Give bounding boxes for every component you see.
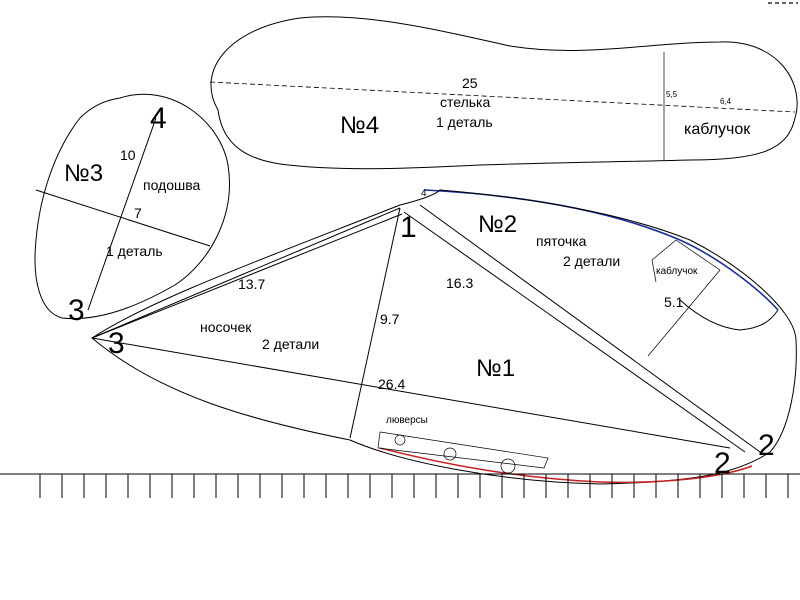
piece-2-heel-box-left <box>651 259 657 283</box>
point-1-label: 1 <box>400 211 417 244</box>
piece-3-sole: №3 10 подошва 7 1 деталь 4 3 <box>34 93 230 327</box>
piece-1-edge-3-to-2 <box>91 337 731 449</box>
piece-2-heel-label: каблучок <box>656 265 698 277</box>
eyelet-hole <box>394 434 406 446</box>
piece-1-number-label: №1 <box>476 355 515 382</box>
point-3b-label: 3 <box>108 327 125 360</box>
piece-2-number-label: №2 <box>478 211 517 238</box>
piece-1-eyelet-strip <box>377 431 549 469</box>
piece-1-edge-1-to-2 <box>403 211 746 453</box>
piece-2-dim: 5.1 <box>664 294 684 310</box>
piece-1-dim-b: 9.7 <box>380 311 400 327</box>
piece-4-count-label: 1 деталь <box>436 114 493 130</box>
piece-1-count-label: 2 детали <box>262 336 319 352</box>
piece-3-number-label: №3 <box>64 160 103 187</box>
piece-2-inner-edge <box>419 204 761 453</box>
piece-1-bottom-red <box>379 447 753 484</box>
piece-1-dim-c: 16.3 <box>446 275 473 291</box>
piece-1-dim-a: 13.7 <box>238 276 265 292</box>
piece-3-dim-a: 10 <box>120 147 136 163</box>
piece-2-heel-box-top <box>651 239 677 261</box>
piece-1-edge-3-to-1-lower <box>91 213 403 339</box>
piece-2-heel-notch <box>679 299 779 331</box>
piece-3-outline <box>34 93 230 320</box>
piece-3-dim-b: 7 <box>134 205 142 221</box>
piece-4-outline <box>210 16 798 170</box>
piece-4-name-label: стелька <box>440 94 490 110</box>
point-3a-label: 3 <box>68 294 85 327</box>
piece-3-name-label: подошва <box>143 177 201 193</box>
point-4-label: 4 <box>150 102 167 135</box>
piece-2-count-label: 2 детали <box>563 253 620 269</box>
piece-2-heel-box-right <box>675 239 721 271</box>
piece-3-cross-axis <box>35 189 211 247</box>
piece-4-centerline <box>209 81 796 113</box>
piece-1-edge-1-to-bottom <box>349 207 401 439</box>
piece-1-dim-d: 26.4 <box>378 376 405 392</box>
ruler <box>0 473 800 498</box>
piece-4-insole: 25 стелька 1 деталь №4 5,5 6,4 каблучок <box>209 16 798 170</box>
piece-4-number-label: №4 <box>340 112 379 139</box>
piece-3-long-axis <box>87 117 157 311</box>
piece-4-mark-b: 6,4 <box>720 97 732 106</box>
piece-2-outline-blue <box>424 189 779 311</box>
piece-2-name-label: пяточка <box>536 233 587 249</box>
piece-4-length-label: 25 <box>462 75 478 91</box>
piece-4-heel-label: каблучок <box>684 121 751 138</box>
point-2a-label: 2 <box>714 447 731 480</box>
piece-1-toe: 13.7 носочек 2 детали 9.7 16.3 №1 26.4 л… <box>91 189 797 485</box>
piece-2-corner-mark: 4 <box>421 188 427 199</box>
point-2b-label: 2 <box>758 429 775 462</box>
eyelet-hole <box>443 447 457 461</box>
piece-1-eyelets-label: люверсы <box>386 415 428 426</box>
eyelet-hole <box>500 458 516 474</box>
piece-2-heel: 4 №2 пяточка 2 детали каблучок 5.1 <box>419 188 779 453</box>
piece-2-dim-line <box>647 269 721 357</box>
piece-4-mark-a: 5,5 <box>666 90 678 99</box>
piece-1-name-label: носочек <box>200 319 252 335</box>
piece-1-edge-3-to-1-upper <box>91 207 401 339</box>
piece-1-outline <box>91 189 797 485</box>
piece-3-count-label: 1 деталь <box>106 243 163 259</box>
